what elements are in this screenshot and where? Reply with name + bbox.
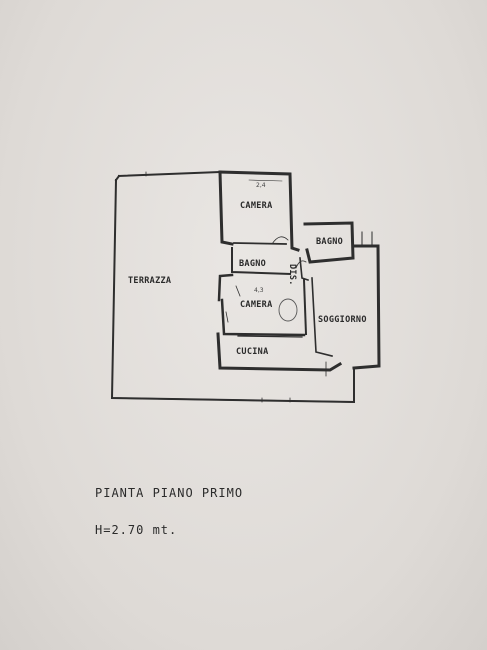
label-bagno-mid: BAGNO (239, 259, 266, 269)
label-camera-top: CAMERA (240, 201, 273, 211)
plan-title: PIANTA PIANO PRIMO (95, 486, 244, 500)
wall-soggiorno-right (351, 244, 381, 370)
wall-dis (299, 257, 310, 282)
label-soggiorno: SOGGIORNO (318, 315, 367, 325)
dimension-note-mid: 4,3 (254, 287, 264, 294)
wall-left-upper (218, 170, 234, 246)
label-dis: DIS. (287, 264, 297, 286)
wall-camera-bottom (233, 242, 287, 245)
label-terrazza: TERRAZZA (128, 276, 171, 286)
ceiling-height: H=2.70 mt. (95, 523, 178, 537)
handwritten-circle-mark (278, 298, 298, 322)
dimension-note-top: 2,4 (256, 182, 266, 189)
wall-bagno-right (303, 221, 355, 264)
label-camera-mid: CAMERA (240, 300, 273, 310)
wall-camera-mid (220, 298, 306, 337)
wall-bagno-mid (231, 247, 292, 276)
label-cucina: CUCINA (236, 347, 269, 357)
wall-cucina (216, 332, 343, 372)
wall-top (218, 170, 300, 252)
label-bagno-right: BAGNO (316, 237, 343, 247)
